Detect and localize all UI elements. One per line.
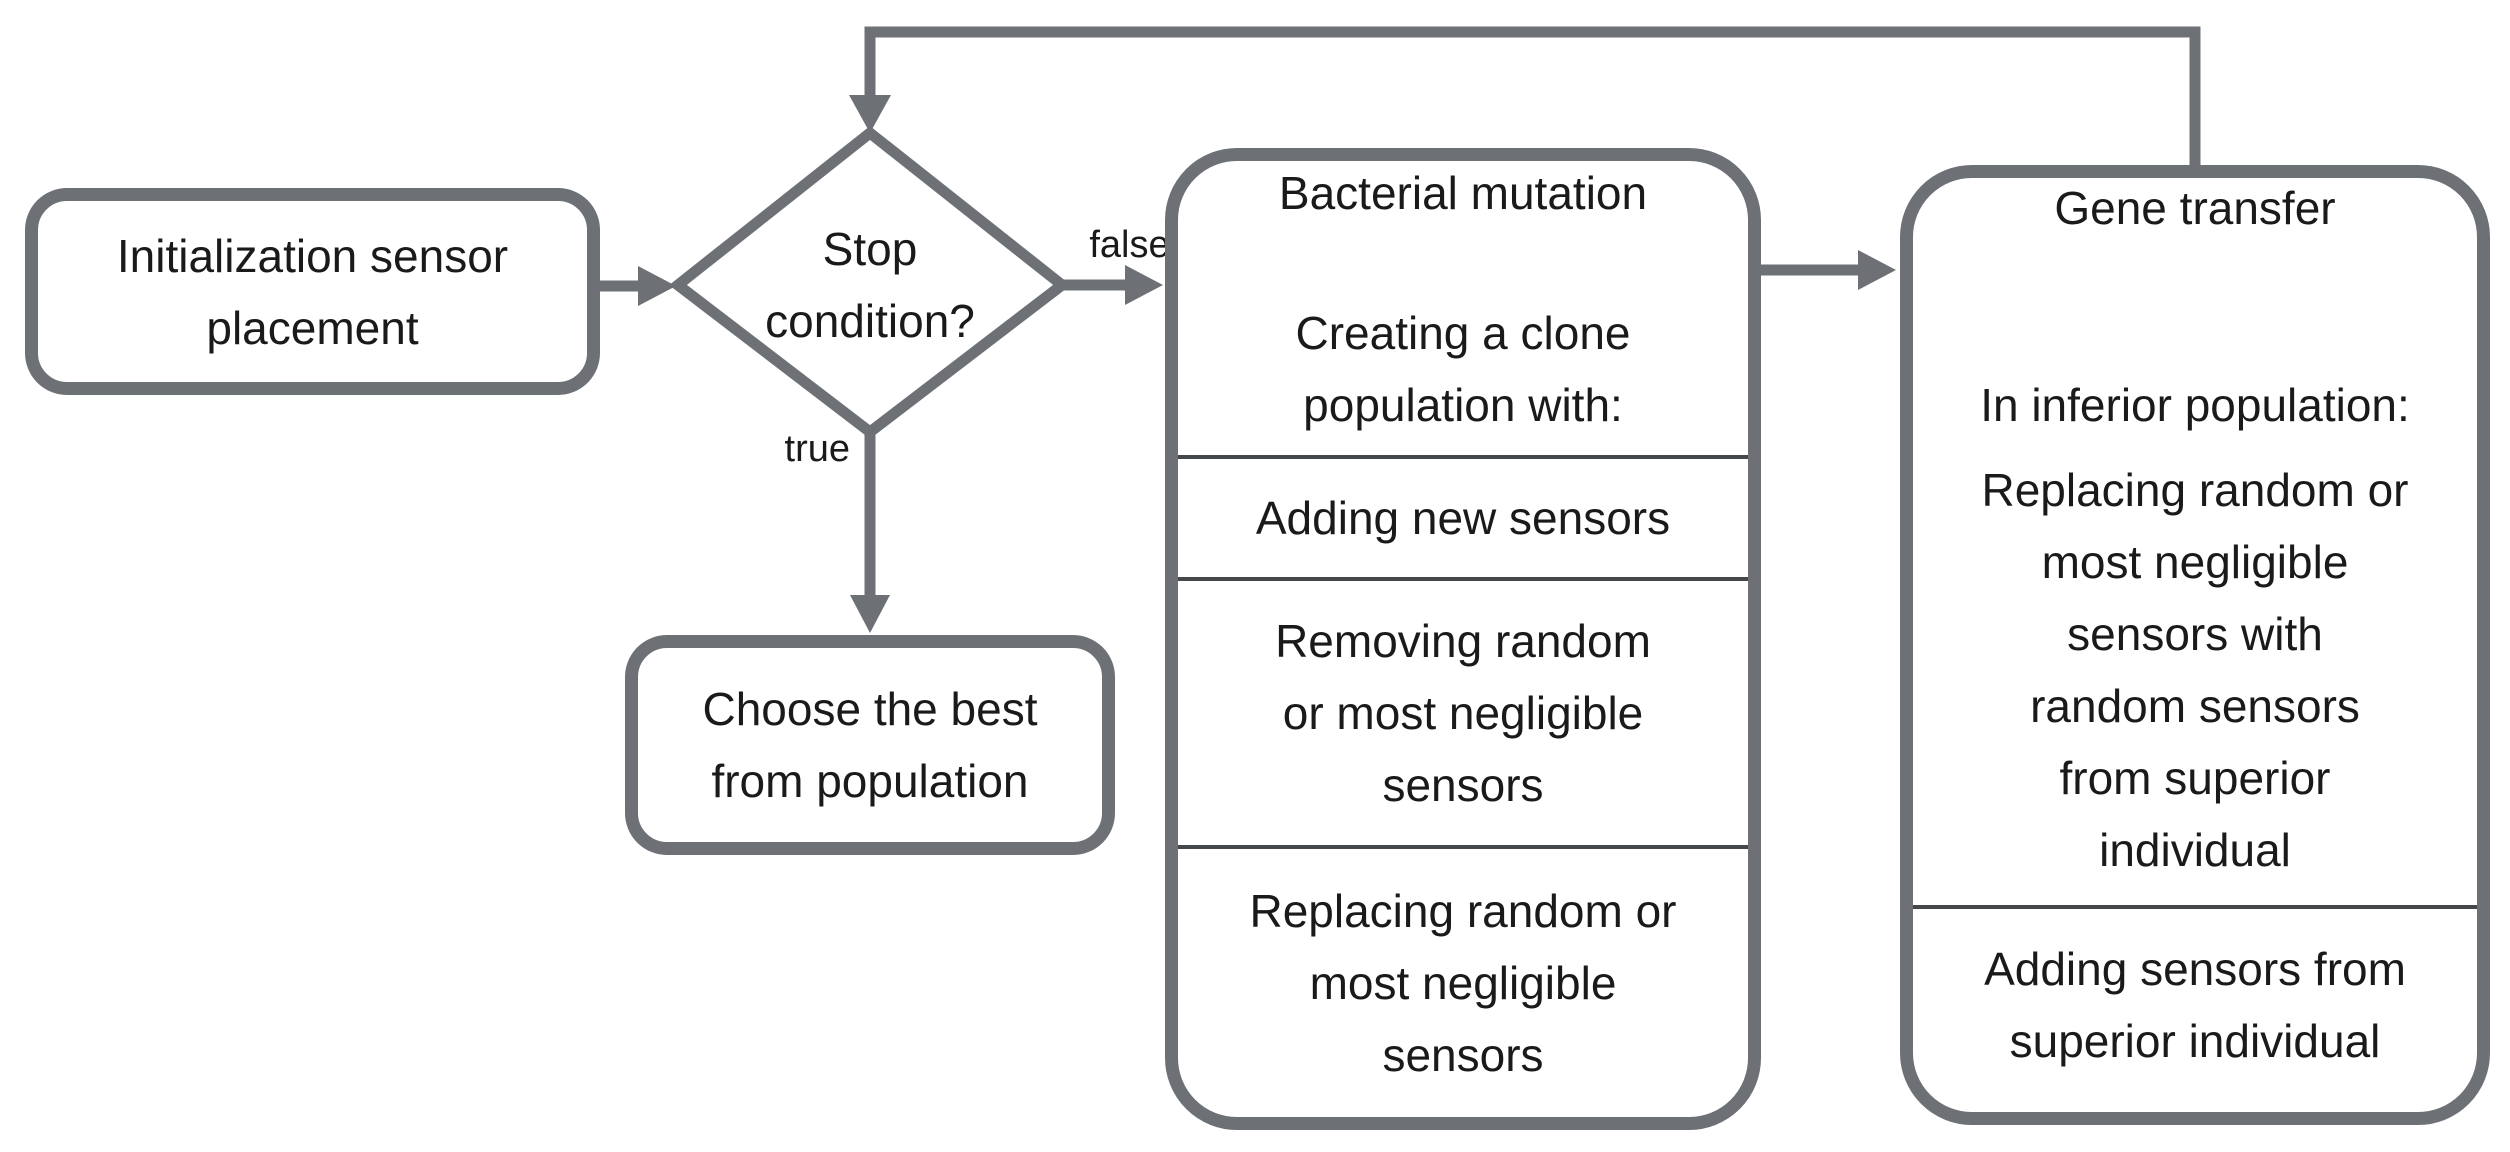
false-edge-label: false: [1089, 224, 1170, 266]
init-node: Initialization sensor placement: [25, 188, 600, 395]
gene-title: Gene transfer: [1913, 178, 2477, 238]
gene-separator-1: [1913, 905, 2477, 909]
bacterial-cell-1: Adding new sensors: [1178, 459, 1748, 577]
bacterial-title: Bacterial mutation: [1178, 163, 1748, 223]
gene-transfer-node: Gene transfer In inferior population: Re…: [1900, 165, 2490, 1125]
gene-intro: In inferior population:: [1913, 368, 2477, 442]
gene-title-label: Gene transfer: [2054, 182, 2336, 234]
true-arrowhead-icon: [850, 595, 890, 633]
choose-best-node: Choose the best from population: [625, 635, 1115, 855]
true-edge-label: true: [784, 428, 850, 470]
gene-body: Replacing random or most negligible sens…: [1913, 450, 2477, 890]
gene-cell-1: Adding sensors from superior individual: [1913, 909, 2477, 1101]
bacterial-cell-3: Replacing random or most negligible sens…: [1178, 849, 1748, 1117]
bacterial-cell-2-label: Removing random or most negligible senso…: [1275, 615, 1651, 811]
feedback-arrowhead-icon: [849, 95, 891, 133]
bacterial-cell-2: Removing random or most negligible senso…: [1178, 581, 1748, 845]
bacterial-arrowhead-icon: [1858, 250, 1896, 290]
gene-cell-1-label: Adding sensors from superior individual: [1984, 943, 2406, 1067]
init-node-label: Initialization sensor placement: [116, 229, 509, 354]
init-arrowhead-icon: [638, 266, 676, 306]
bacterial-intro: Creating a clone population with:: [1178, 294, 1748, 444]
bacterial-separator-2: [1178, 577, 1748, 581]
bacterial-cell-3-label: Replacing random or most negligible sens…: [1249, 885, 1677, 1081]
decision-node: Stop condition?: [678, 200, 1062, 370]
false-arrowhead-icon: [1125, 265, 1163, 305]
edge-feedback-loop: [864, 26, 2201, 170]
bacterial-intro-label: Creating a clone population with:: [1295, 307, 1631, 431]
decision-node-label: Stop condition?: [765, 223, 975, 347]
bacterial-separator-3: [1178, 845, 1748, 849]
gene-intro-label: In inferior population:: [1980, 379, 2410, 431]
bacterial-title-label: Bacterial mutation: [1278, 167, 1648, 219]
bacterial-mutation-node: Bacterial mutation Creating a clone popu…: [1165, 148, 1761, 1130]
bacterial-separator-1: [1178, 455, 1748, 459]
bacterial-cell-1-label: Adding new sensors: [1255, 492, 1671, 544]
choose-best-label: Choose the best from population: [702, 683, 1038, 807]
gene-body-label: Replacing random or most negligible sens…: [1981, 464, 2409, 876]
